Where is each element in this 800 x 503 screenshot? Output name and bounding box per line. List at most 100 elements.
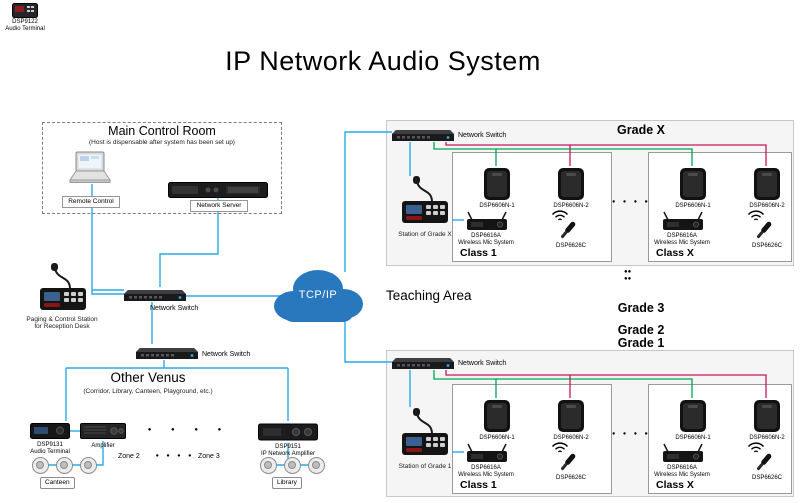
- wire: [445, 142, 571, 166]
- wire: [433, 142, 497, 166]
- network-server-label: Network Server: [190, 200, 248, 213]
- wall-speaker-icon: [679, 399, 707, 438]
- wall-speaker-icon: [557, 167, 585, 206]
- class-name: Class 1: [460, 247, 497, 259]
- network-amplifier-model: DSP9151: [275, 444, 301, 450]
- wire: [344, 318, 392, 363]
- grade-3-label: Grade 3: [617, 301, 665, 315]
- zone3-label: Zone 3: [198, 453, 220, 460]
- wall-speaker-icon: [483, 167, 511, 206]
- speaker-label: DSP6606N-2: [553, 203, 589, 209]
- grade-2-label: Grade 2: [617, 323, 665, 337]
- wire: [496, 378, 693, 398]
- ellipsis-dots: ● ● ● ●: [155, 453, 195, 459]
- ellipsis-dots-vertical: ●●●●: [624, 269, 632, 282]
- ceiling-speaker-icon: [284, 457, 301, 474]
- wireless-mic-icon: [753, 451, 775, 478]
- cloud-label: TCP/IP: [298, 289, 338, 301]
- ellipsis-dots: ● ● ● ●: [612, 199, 651, 205]
- mic-system-name: Wireless Mic System: [654, 240, 710, 247]
- control-room-title: Main Control Room: [108, 124, 216, 138]
- speaker-label: DSP6606N-2: [553, 435, 589, 441]
- other-venus-title: Other Venus: [110, 370, 186, 385]
- class-name: Class X: [656, 247, 694, 259]
- zone2-label: Zone 2: [118, 453, 140, 460]
- control-room-subtitle: (Host is dispensable after system has be…: [89, 139, 235, 146]
- grade-1-label: Grade 1: [617, 336, 665, 350]
- wall-speaker-icon: [753, 167, 781, 206]
- wall-speaker-icon: [753, 399, 781, 438]
- network-switch-label: Network Switch: [458, 132, 507, 139]
- mic-system-model: DSP6616A: [667, 233, 697, 239]
- wall-speaker-icon: [557, 399, 585, 438]
- zone-library-label: Library: [272, 477, 302, 490]
- speaker-label: DSP6606N-2: [749, 203, 785, 209]
- ellipsis-dots: ● ● ● ●: [612, 431, 651, 437]
- speaker-label: DSP6606N-1: [479, 435, 515, 441]
- laptop-icon: [66, 150, 114, 191]
- ceiling-speaker-icon: [56, 457, 73, 474]
- wire: [496, 148, 693, 166]
- network-switch-label: Network Switch: [458, 360, 507, 367]
- ceiling-speaker-icon: [32, 457, 49, 474]
- teaching-area-label: Teaching Area: [386, 288, 472, 303]
- wire: [159, 198, 219, 287]
- network-switch-label: Network Switch: [150, 305, 199, 312]
- mic-system-name: Wireless Mic System: [654, 472, 710, 479]
- speaker-label: DSP6606N-1: [479, 203, 515, 209]
- ceiling-speaker-icon: [80, 457, 97, 474]
- wireless-mic-icon: [753, 219, 775, 246]
- class-name: Class X: [656, 479, 694, 491]
- network-switch-label: Network Switch: [202, 351, 251, 358]
- wire: [433, 370, 497, 398]
- speaker-label: DSP6606N-1: [675, 203, 711, 209]
- wireless-mic-label: DSP6626C: [751, 475, 783, 481]
- station-label: Station of Grade 1: [398, 463, 452, 470]
- class-name: Class 1: [460, 479, 497, 491]
- speaker-label: DSP6606N-2: [749, 435, 785, 441]
- network-switch-icon: [392, 354, 454, 375]
- wireless-mic-label: DSP6626C: [751, 243, 783, 249]
- network-switch-icon: [392, 126, 454, 147]
- station-label: Station of Grade X: [398, 231, 452, 238]
- wire: [445, 370, 571, 398]
- page-title: IP Network Audio System: [225, 46, 541, 76]
- ceiling-speaker-icon: [308, 457, 325, 474]
- terminal-name: Audio Terminal: [30, 449, 70, 456]
- other-venus-subtitle: (Corridor, Library, Canteen, Playground,…: [83, 388, 213, 395]
- ellipsis-dots: ● ● ● ●: [147, 427, 231, 433]
- wire: [91, 184, 124, 295]
- zone-canteen-label: Canteen: [40, 477, 75, 490]
- terminal-model: DSP9131: [37, 442, 63, 448]
- mic-system-name: Wireless Mic System: [458, 472, 514, 479]
- network-amplifier-name: IP Network Amplifier: [261, 451, 315, 458]
- wireless-mic-icon: [557, 219, 579, 246]
- remote-control-label: Remote Control: [62, 196, 120, 209]
- speaker-label: DSP6606N-1: [675, 435, 711, 441]
- wireless-mic-icon: [557, 451, 579, 478]
- grade-x-title: Grade X: [617, 123, 665, 137]
- wall-speaker-icon: [679, 167, 707, 206]
- paging-station-line2: for Reception Desk: [34, 323, 90, 330]
- wire: [570, 144, 767, 166]
- mic-system-model: DSP6616A: [471, 465, 501, 471]
- paging-station-line1: Paging & Control Station: [26, 316, 98, 323]
- corner-device-model: DSP9122: [12, 19, 38, 25]
- wireless-mic-label: DSP6626C: [555, 475, 587, 481]
- main-control-room-box: [42, 122, 282, 214]
- network-switch-icon: [136, 344, 198, 365]
- mic-station-icon: [396, 407, 452, 464]
- amplifier-label: Amplifier: [91, 443, 115, 449]
